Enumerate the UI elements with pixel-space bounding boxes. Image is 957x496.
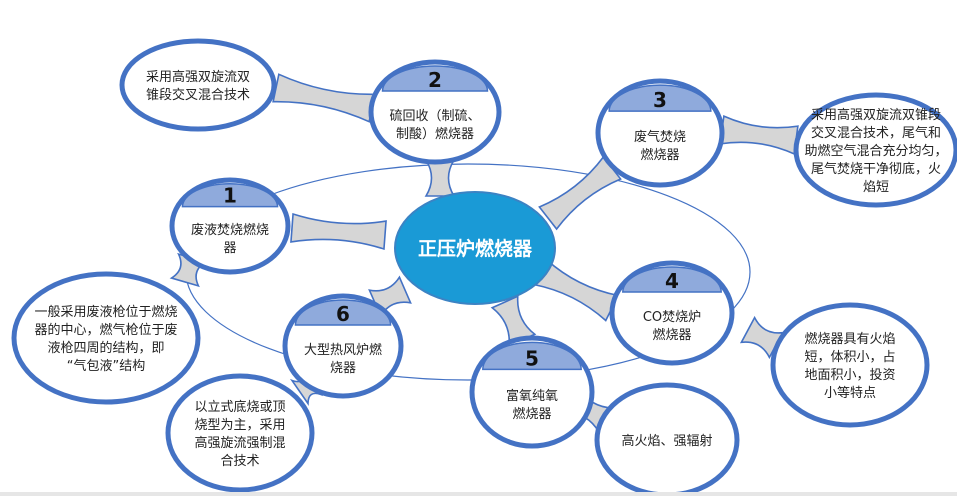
note-text: 采用高强双旋流双: [146, 69, 250, 85]
note-text: 高火焰、强辐射: [621, 433, 712, 449]
connector: [424, 159, 456, 197]
number-cap: [622, 266, 722, 293]
node-label: CO焚烧炉: [643, 310, 701, 325]
node-label: 燃烧器: [640, 147, 679, 163]
note-text: 采用高强双旋流双锥段: [811, 107, 941, 123]
connectors: [169, 73, 799, 434]
number-cap: [608, 84, 712, 112]
note-n5: 高火焰、强辐射: [594, 382, 740, 496]
note-ring: [793, 92, 957, 208]
node-label: 器: [223, 241, 236, 256]
note-text: “气包液”结构: [67, 358, 145, 374]
note-text: 尾气焚烧干净彻底，火: [811, 161, 941, 177]
note-text: 一般采用废液枪位于燃烧: [34, 304, 177, 320]
note-text: 小等特点: [824, 385, 876, 401]
node-number: 6: [336, 302, 350, 326]
connector: [272, 73, 376, 123]
node-label: 富氧纯氧: [506, 388, 558, 404]
number-cap: [294, 299, 392, 326]
connector: [719, 114, 799, 156]
node-number: 2: [428, 68, 442, 92]
node-number: 4: [665, 269, 679, 293]
node-label: 燃烧器: [512, 406, 551, 422]
note-text: 合技术: [220, 454, 259, 469]
node-label: 废气焚烧: [634, 129, 686, 145]
bottom-bar: [0, 492, 957, 496]
center-title: 正压炉燃烧器: [418, 237, 533, 260]
note-text: 器的中心，燃气枪位于废: [34, 322, 177, 338]
note-ring: [11, 271, 201, 405]
node-label: 制酸）燃烧器: [396, 126, 474, 142]
connector: [290, 212, 387, 251]
node-label: 燃烧器: [652, 327, 691, 343]
number-cap: [181, 182, 279, 208]
connector: [538, 155, 622, 231]
node-label: 硫回收（制硫、: [389, 109, 480, 124]
note-text: 燃烧器具有火焰: [804, 331, 895, 347]
node-label: 烧器: [330, 361, 356, 376]
note-text: 短，体积小，占: [804, 350, 895, 365]
number-cap: [381, 65, 489, 92]
note-text: 助燃空气混合充分均匀，: [804, 143, 947, 159]
note-ring: [119, 38, 277, 132]
node-number: 5: [525, 346, 539, 370]
note-ring: [770, 302, 930, 428]
node-number: 3: [653, 88, 667, 112]
note-text: 高强旋流强制混: [194, 435, 285, 451]
note-text: 液枪四周的结构，即: [47, 340, 164, 356]
note-ring: [165, 373, 315, 493]
node-2[interactable]: 2 硫回收（制硫、制酸）燃烧器: [368, 59, 502, 165]
note-text: 以立式底烧或顶: [194, 399, 285, 415]
node-label: 废液焚烧燃烧: [191, 222, 269, 238]
note-text: 烧型为主，采用: [194, 418, 285, 433]
note-text: 交叉混合技术，尾气和: [811, 125, 941, 141]
connector: [490, 295, 537, 347]
node-label: 大型热风炉燃: [304, 342, 382, 358]
note-text: 锥段交叉混合技术: [146, 87, 250, 103]
note-text: 焰短: [863, 180, 889, 195]
center-node[interactable]: 正压炉燃烧器: [394, 191, 556, 305]
number-cap: [482, 341, 582, 371]
note-text: 地面积小，投资: [804, 367, 895, 383]
node-number: 1: [223, 184, 237, 208]
